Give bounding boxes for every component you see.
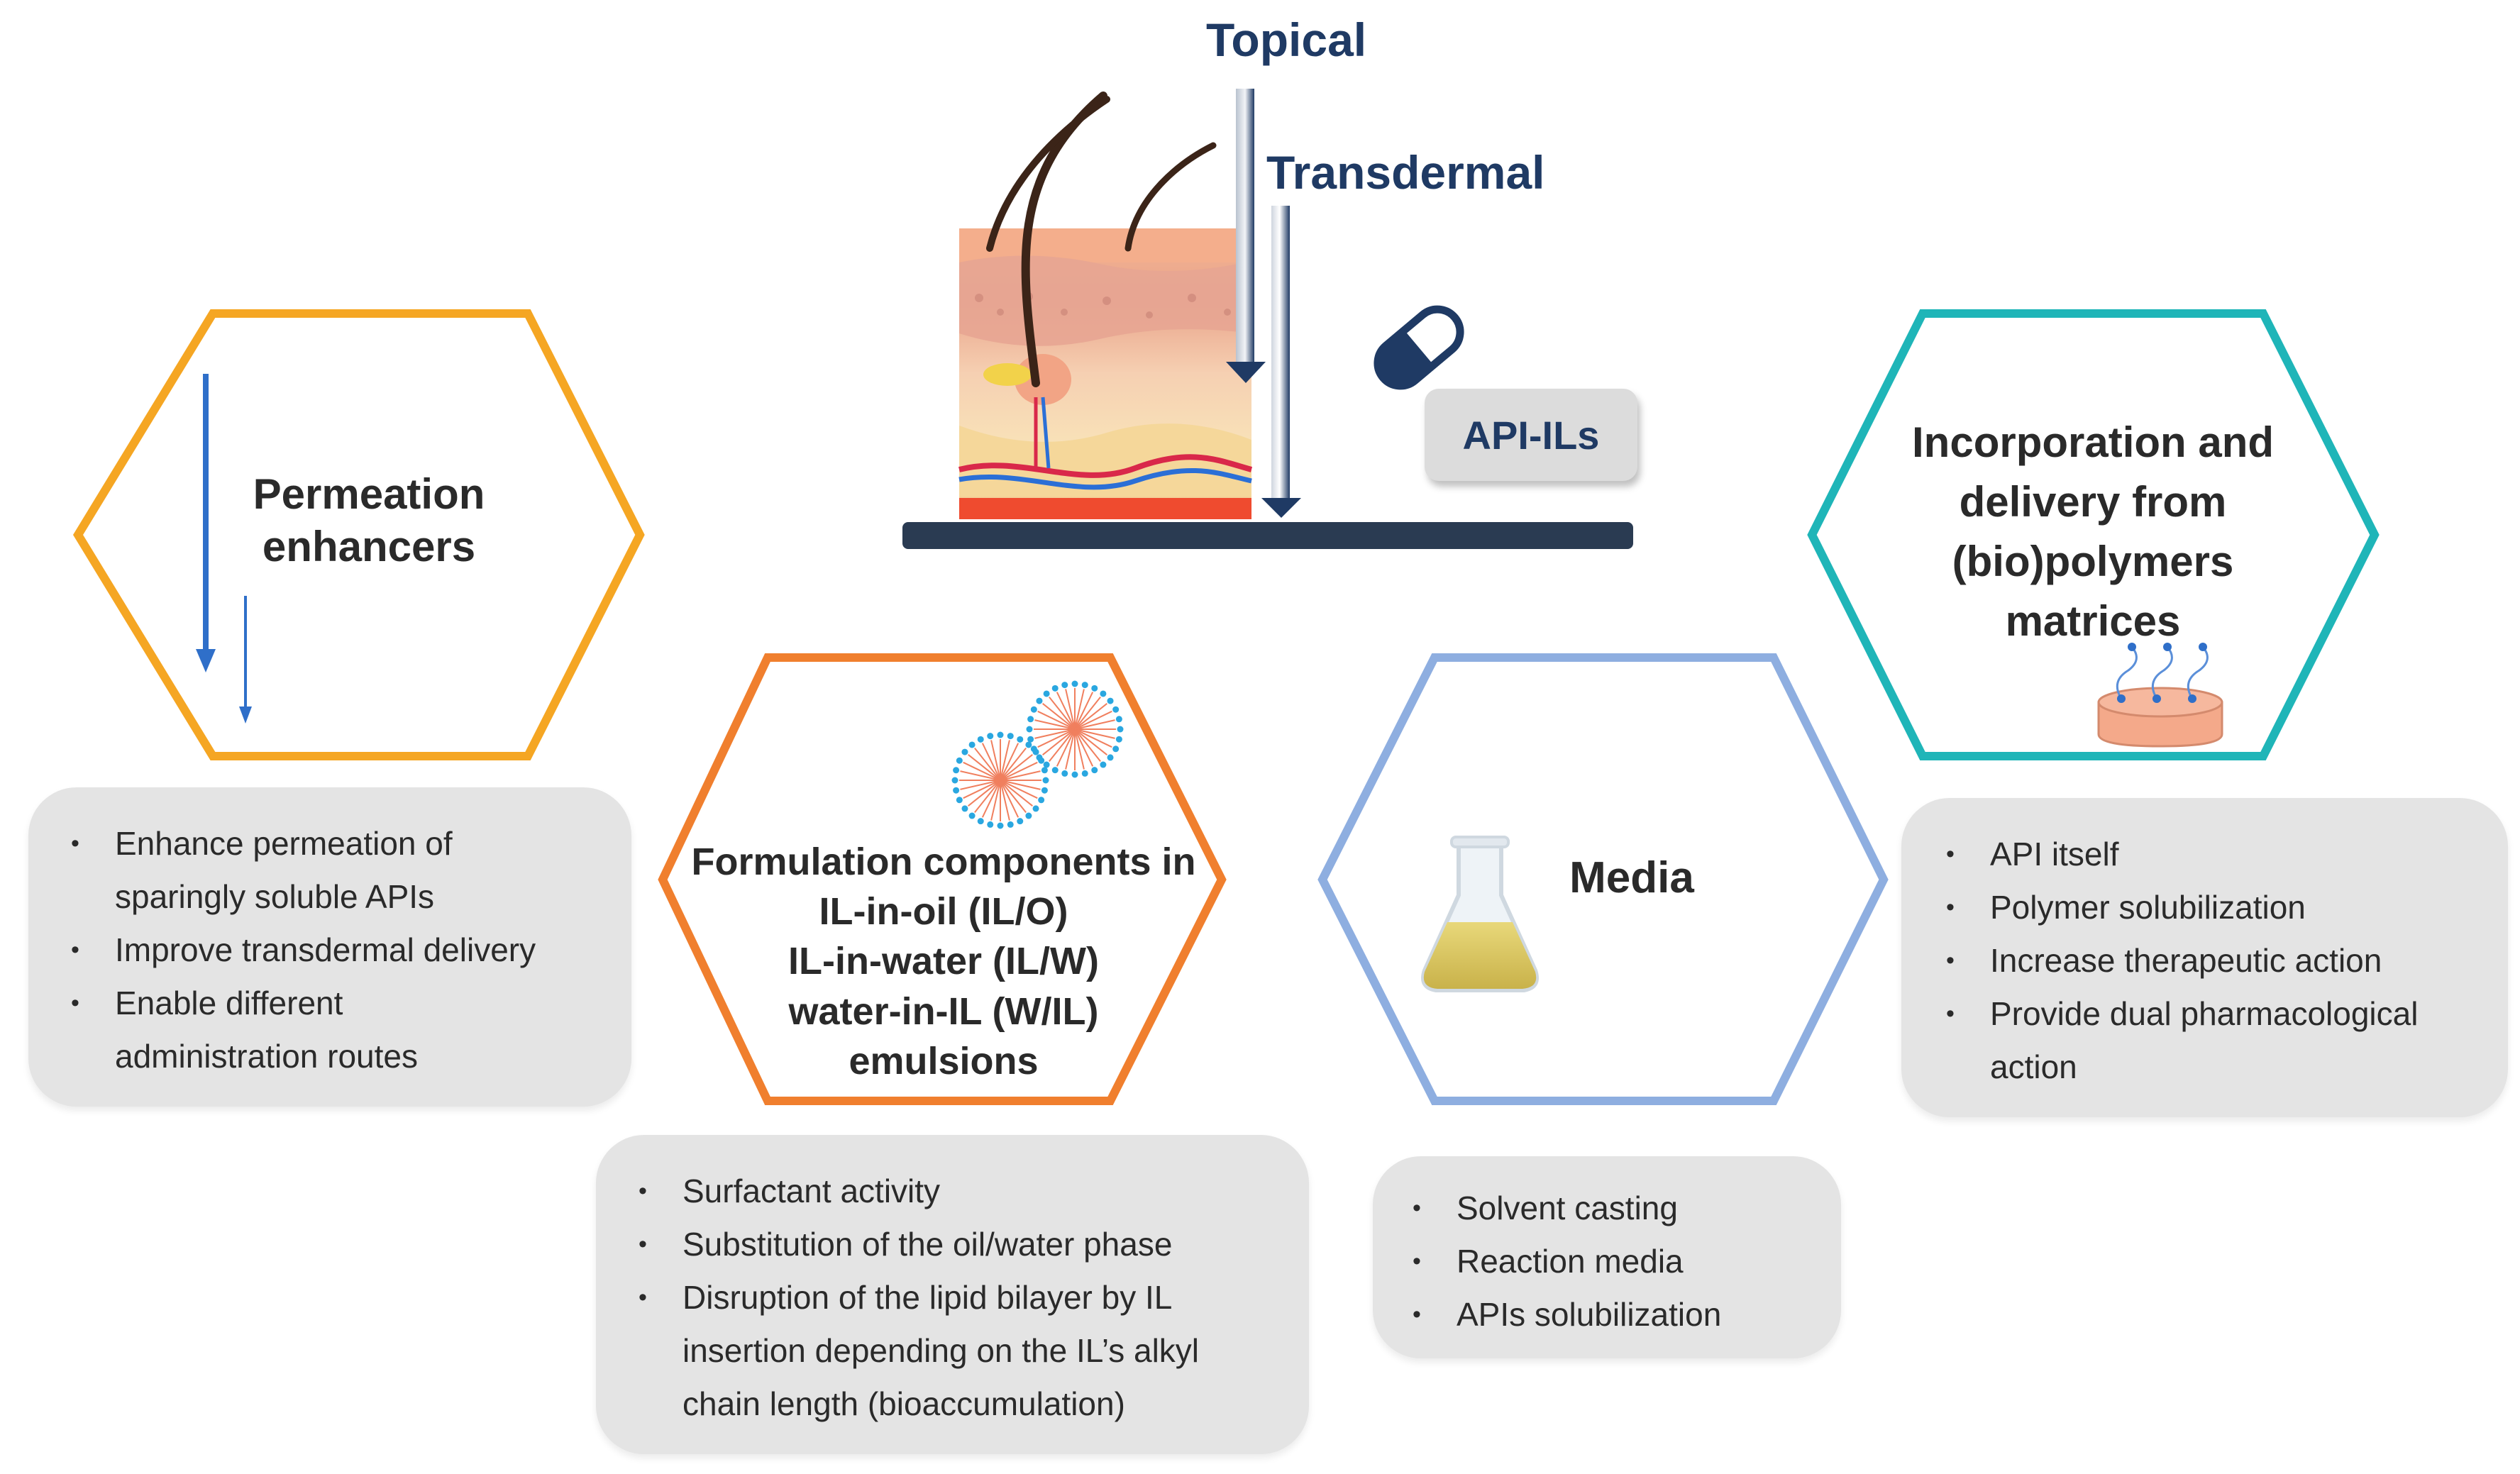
bullet-item: • Disruption of the lipid bilayer by IL [639, 1271, 1199, 1324]
erlenmeyer-flask-icon [1421, 836, 1539, 992]
bullet-item: • Increase therapeutic action [1946, 934, 2418, 987]
bullet-dot-icon: • [71, 990, 79, 1016]
bullet-dot-icon: • [1413, 1195, 1421, 1221]
formulation-title-line: IL-in-water (IL/W) [788, 940, 1099, 983]
skin-cross-section-icon [958, 92, 1253, 519]
bullet-item: • Enable different [71, 977, 536, 1030]
bullet-item: • Substitution of the oil/water phase [639, 1218, 1199, 1271]
bullet-text: Enhance permeation of [115, 825, 453, 862]
bullet-text: administration routes [115, 1038, 418, 1075]
bullet-item: • Surfactant activity [639, 1165, 1199, 1218]
permeation-enhancers-title: Permeation enhancers [213, 468, 525, 574]
bullet-item: • Polymer solubilization [1946, 881, 2418, 934]
bullet-item-continuation: chain length (bioaccumulation) [682, 1378, 1199, 1431]
topical-arrow-head [1226, 362, 1266, 383]
hexagon-incorporation [1807, 309, 2380, 760]
media-title-line: Media [1569, 853, 1694, 902]
capsule-icon [1374, 305, 1464, 390]
bullet-text: chain length (bioaccumulation) [682, 1385, 1125, 1422]
formulation-components-title: Formulation components in IL-in-oil (IL/… [681, 837, 1206, 1086]
formulation-title-line: water-in-IL (W/IL) [788, 990, 1099, 1033]
bullet-item-continuation: administration routes [115, 1030, 536, 1083]
bullet-text: Disruption of the lipid bilayer by IL [682, 1279, 1173, 1316]
bullet-dot-icon: • [71, 936, 79, 963]
permeation-title-line: Permeation [253, 470, 485, 518]
base-bar [902, 522, 1633, 549]
polymer-disc-icon [2097, 643, 2223, 748]
bullet-dot-icon: • [639, 1284, 647, 1311]
incorporation-title-line: delivery from [1959, 478, 2227, 526]
bullet-text: Substitution of the oil/water phase [682, 1226, 1173, 1263]
bullet-text: sparingly soluble APIs [115, 878, 435, 915]
bullet-dot-icon: • [1413, 1248, 1421, 1275]
bullet-dot-icon: • [639, 1231, 647, 1258]
media-bullets-panel: • Solvent casting • Reaction media • APIs s… [1373, 1156, 1841, 1358]
bullet-text: insertion depending on the IL’s alkyl [682, 1332, 1200, 1369]
topical-label: Topical [1206, 13, 1367, 66]
media-title: Media [1547, 851, 1717, 906]
bullet-text: Enable different [115, 985, 343, 1021]
bullet-item: • Improve transdermal delivery [71, 924, 536, 977]
bullet-text: APIs solubilization [1457, 1296, 1722, 1333]
permeation-bullets-panel: • Enhance permeation of sparingly soluble… [28, 787, 631, 1107]
bullet-item: • Provide dual pharmacological [1946, 987, 2419, 1041]
bullet-item-continuation: action [1990, 1041, 2418, 1094]
api-ils-box: API-ILs [1425, 389, 1637, 481]
bullet-dot-icon: • [1946, 1000, 1955, 1027]
bullet-text: Provide dual pharmacological [1990, 995, 2419, 1032]
bullet-item: • APIs solubilization [1413, 1288, 1722, 1341]
bullet-text: API itself [1990, 836, 2119, 872]
transdermal-label: Transdermal [1266, 146, 1545, 199]
hexagon-formulation [658, 653, 1227, 1105]
formulation-title-line: IL-in-oil (IL/O) [819, 890, 1068, 933]
micelle-icon [951, 680, 1124, 829]
formulation-title-line: Formulation components in [691, 841, 1196, 883]
bullet-item: • API itself [1946, 828, 2418, 881]
bullet-text: Polymer solubilization [1990, 889, 2306, 926]
bullet-text: Improve transdermal delivery [115, 931, 536, 968]
hexagon-permeation [72, 309, 645, 760]
transdermal-arrow-head [1261, 498, 1301, 518]
bullet-item: • Solvent casting [1413, 1182, 1721, 1235]
bullet-text: Surfactant activity [682, 1173, 941, 1209]
bullet-text: Solvent casting [1457, 1190, 1678, 1226]
bullet-text: action [1990, 1048, 2077, 1085]
bullet-dot-icon: • [71, 830, 79, 857]
permeation-arrows-icon [196, 374, 252, 724]
incorporation-title-line: matrices [2005, 597, 2181, 645]
bullet-dot-icon: • [1946, 894, 1955, 921]
permeation-title-line: enhancers [262, 523, 476, 571]
topical-arrow-shaft [1236, 89, 1254, 369]
incorporation-title-line: (bio)polymers [1952, 538, 2234, 585]
bullet-item: • Reaction media [1413, 1235, 1721, 1288]
incorporation-bullets-panel: • API itself • Polymer solubilization • Inc… [1901, 798, 2508, 1117]
formulation-title-line: emulsions [849, 1039, 1039, 1082]
incorporation-title: Incorporation and delivery from (bio)pol… [1880, 413, 2306, 651]
bullet-item-continuation: insertion depending on the IL’s alkyl [682, 1324, 1199, 1378]
bullet-text: Increase therapeutic action [1990, 942, 2382, 979]
bullet-dot-icon: • [1946, 841, 1955, 868]
bullet-dot-icon: • [1946, 947, 1955, 974]
bullet-dot-icon: • [1413, 1301, 1421, 1328]
formulation-bullets-panel: • Surfactant activity • Substitution of th… [596, 1135, 1309, 1454]
transdermal-arrow-shaft [1271, 206, 1290, 504]
bullet-dot-icon: • [639, 1177, 647, 1204]
bullet-text: Reaction media [1457, 1243, 1684, 1280]
bullet-item: • Enhance permeation of [71, 817, 536, 870]
incorporation-title-line: Incorporation and [1912, 419, 2274, 466]
bullet-item-continuation: sparingly soluble APIs [115, 870, 536, 924]
